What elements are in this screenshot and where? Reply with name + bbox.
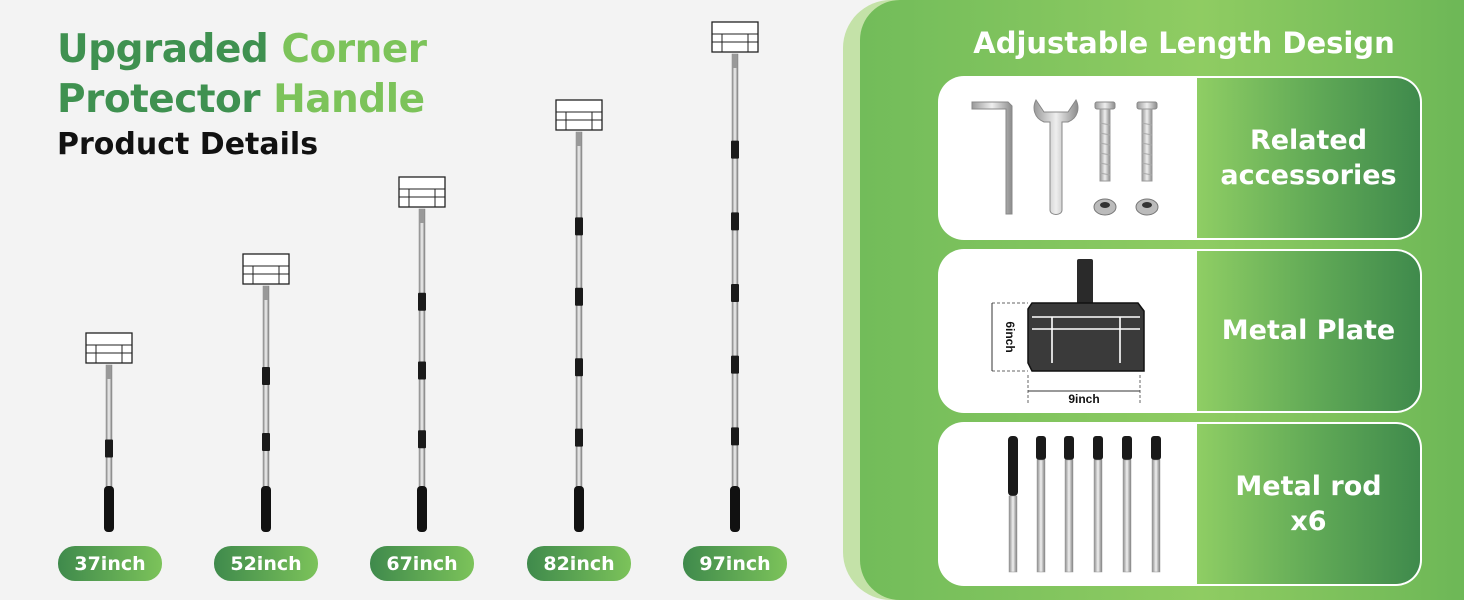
panel-title: Adjustable Length Design bbox=[973, 26, 1395, 60]
metal-plate-icon bbox=[1027, 259, 1145, 372]
card-metal-rod: Metal rod x6 bbox=[940, 424, 1420, 584]
accessories-label-line-1: Related bbox=[1249, 124, 1368, 156]
width-dimension-label: 9inch bbox=[1068, 392, 1099, 406]
metal-rod-icon bbox=[1008, 436, 1018, 573]
title-line-2: Protector Handle bbox=[57, 80, 425, 119]
metal-rod-icon bbox=[1122, 436, 1132, 573]
card-metal-plate: 6inch 9inch Metal Plate bbox=[940, 251, 1420, 411]
metal-rod-label-line-1: Metal rod bbox=[1235, 470, 1382, 502]
metal-rod-icon bbox=[1036, 436, 1046, 573]
hex-key-icon bbox=[971, 101, 1013, 215]
nut-icon bbox=[1093, 198, 1117, 216]
corner-protector-head bbox=[555, 99, 603, 131]
corner-protector-head bbox=[85, 332, 133, 364]
length-label-67: 67inch bbox=[370, 546, 474, 581]
length-label-82: 82inch bbox=[527, 546, 631, 581]
accessories-image bbox=[971, 99, 1159, 216]
length-label-52: 52inch bbox=[214, 546, 318, 581]
corner-protector-head bbox=[398, 176, 446, 208]
bolt-icon bbox=[1094, 101, 1116, 182]
corner-protector-head bbox=[242, 253, 290, 285]
metal-rod-label-line-2: x6 bbox=[1290, 506, 1327, 537]
length-label-37: 37inch bbox=[58, 546, 162, 581]
title-word-protector: Protector bbox=[57, 77, 261, 122]
metal-plate-label: Metal Plate bbox=[1221, 315, 1396, 347]
poles-illustration bbox=[85, 21, 759, 532]
metal-rod-icon bbox=[1064, 436, 1074, 573]
title-word-handle: Handle bbox=[273, 77, 425, 122]
card-label-metal-rod: Metal rod x6 bbox=[1197, 424, 1420, 584]
page-subtitle: Product Details bbox=[57, 127, 319, 162]
card-label-accessories: Related accessories bbox=[1197, 78, 1420, 238]
plate-dimensions bbox=[992, 302, 1141, 403]
bolt-icon bbox=[1136, 101, 1158, 182]
card-label-metal-plate: Metal Plate bbox=[1197, 251, 1420, 411]
wrench-icon bbox=[1033, 99, 1079, 215]
metal-rod-image bbox=[1008, 436, 1161, 573]
card-accessories: Related accessories bbox=[940, 78, 1420, 238]
height-dimension-label: 6inch bbox=[1003, 321, 1017, 352]
title-word-corner: Corner bbox=[281, 27, 427, 72]
metal-plate-image: 6inch 9inch bbox=[991, 259, 1145, 406]
corner-protector-head bbox=[711, 21, 759, 53]
length-label-97: 97inch bbox=[683, 546, 787, 581]
nut-icon bbox=[1135, 198, 1159, 216]
extension-pole-icon bbox=[575, 131, 583, 531]
title-line-1: Upgraded Corner bbox=[57, 30, 427, 69]
title-word-upgraded: Upgraded bbox=[57, 27, 269, 72]
metal-rod-icon bbox=[1093, 436, 1103, 573]
accessories-label-line-2: accessories bbox=[1220, 160, 1397, 191]
metal-rod-icon bbox=[1151, 436, 1161, 573]
